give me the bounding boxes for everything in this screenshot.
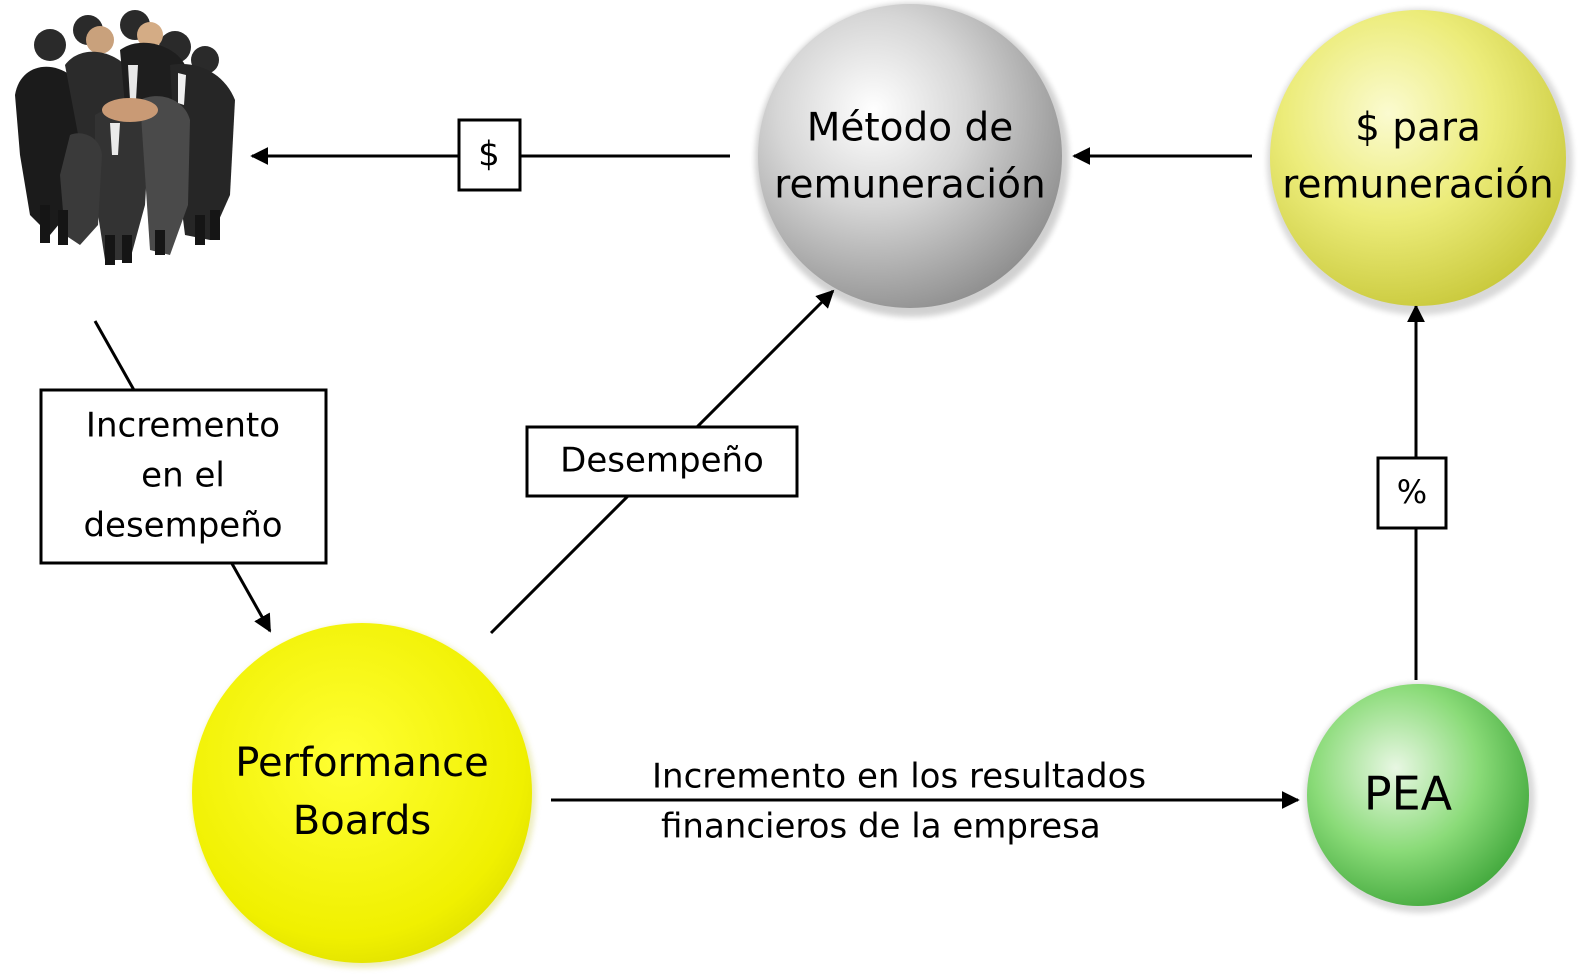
node-dinero-remuneracion: $ para remuneración: [1267, 9, 1573, 315]
incremento-desempeno-label-box: Incremento en el desempeño: [39, 388, 328, 565]
dollar-label-box: $: [457, 118, 522, 192]
percent-label-box: %: [1376, 456, 1448, 530]
incremento-line1: Incremento: [86, 406, 280, 446]
node-performance-boards: Performance Boards: [192, 623, 536, 968]
desempeno-label: Desempeño: [560, 441, 764, 481]
pea-label: PEA: [1364, 767, 1453, 821]
incremento-line3: desempeño: [83, 506, 282, 546]
resultados-line2: financieros de la empresa: [661, 807, 1101, 847]
incremento-line2: en el: [141, 456, 225, 496]
metodo-line2: remuneración: [774, 163, 1045, 208]
desempeno-label-box: Desempeño: [525, 425, 799, 498]
performance-line1: Performance: [235, 740, 488, 786]
dinero-line2: remuneración: [1282, 163, 1553, 208]
performance-line2: Boards: [293, 798, 431, 844]
dollar-label: $: [478, 135, 500, 175]
node-pea: PEA: [1305, 683, 1535, 913]
dinero-line1: $ para: [1355, 106, 1481, 151]
resultados-line1: Incremento en los resultados: [652, 757, 1146, 797]
metodo-line1: Método de: [807, 106, 1014, 151]
percent-label: %: [1397, 473, 1427, 511]
team-photo-icon: [15, 10, 235, 265]
node-metodo-remuneracion: Método de remuneración: [755, 3, 1069, 317]
